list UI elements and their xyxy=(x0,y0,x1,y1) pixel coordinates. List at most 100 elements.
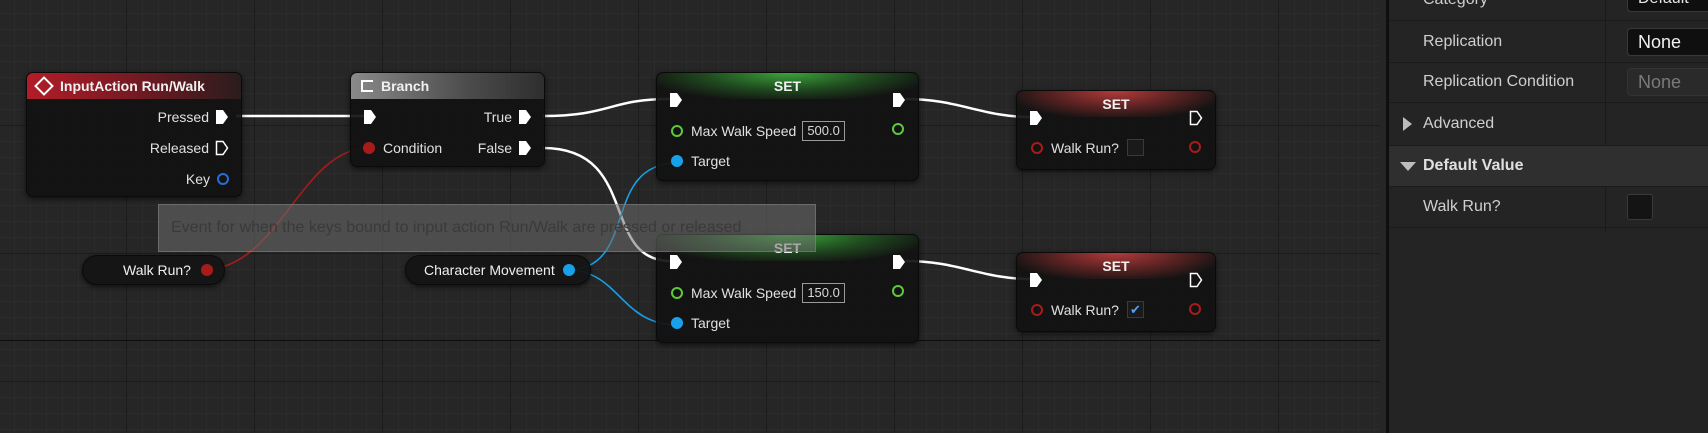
event-tooltip-text: Event for when the keys bound to input a… xyxy=(171,219,742,236)
event-tooltip: Event for when the keys bound to input a… xyxy=(158,204,816,252)
set-speed-node-top[interactable]: SET Max Walk Speed 500.0 Target xyxy=(656,72,919,181)
details-column-divider xyxy=(1605,0,1606,232)
max-walk-speed-value[interactable]: 500.0 xyxy=(802,121,845,141)
pin-target-bottom[interactable]: Target xyxy=(671,315,730,331)
category-label: Category xyxy=(1423,0,1488,9)
exec-out-filled-icon[interactable] xyxy=(518,140,532,156)
pin-condition-label: Condition xyxy=(383,140,443,156)
details-row-replication[interactable]: Replication None xyxy=(1389,22,1708,63)
replication-condition-label: Replication Condition xyxy=(1423,73,1575,90)
object-pin-icon[interactable] xyxy=(671,155,683,167)
key-pin-icon[interactable] xyxy=(217,173,229,185)
input-action-header[interactable]: InputAction Run/Walk xyxy=(27,73,241,99)
exec-in-icon[interactable] xyxy=(669,254,683,270)
walkrun-getter-node[interactable]: Walk Run? xyxy=(82,255,225,285)
collapse-arrow-icon[interactable] xyxy=(1400,161,1416,171)
exec-out-icon[interactable] xyxy=(892,92,906,108)
pin-pressed-label: Pressed xyxy=(157,109,209,125)
set-walkrun-top-header[interactable]: SET xyxy=(1017,91,1215,117)
advanced-section-header[interactable]: Advanced xyxy=(1389,104,1708,144)
set-speed-top-header[interactable]: SET xyxy=(657,73,918,99)
object-out-pin-icon[interactable] xyxy=(562,264,575,276)
bool-out-pin-icon[interactable] xyxy=(1189,303,1201,315)
exec-out-icon[interactable] xyxy=(892,254,906,270)
details-row-replication-condition: Replication Condition None xyxy=(1389,62,1708,103)
pin-max-walk-speed-bottom[interactable]: Max Walk Speed 150.0 xyxy=(671,283,845,303)
branch-icon xyxy=(361,80,373,92)
pin-released[interactable]: Released xyxy=(150,140,229,156)
target-label: Target xyxy=(691,153,730,169)
details-panel[interactable]: Category Default Replication None Replic… xyxy=(1386,0,1708,433)
walkrun-default-label: Walk Run? xyxy=(1423,198,1501,215)
max-walk-speed-label: Max Walk Speed xyxy=(691,123,797,139)
exec-out-hollow-icon[interactable] xyxy=(1189,110,1203,126)
replication-label: Replication xyxy=(1423,33,1503,50)
bool-out-pin-icon[interactable] xyxy=(1189,141,1201,153)
pin-max-walk-speed-top[interactable]: Max Walk Speed 500.0 xyxy=(671,121,845,141)
pin-walkrun-top[interactable]: Walk Run? xyxy=(1031,139,1144,156)
category-dropdown[interactable]: Default xyxy=(1627,0,1708,12)
set-walkrun-top-title: SET xyxy=(1102,96,1130,112)
wire-set-top-to-walkrun-top xyxy=(904,97,1033,119)
exec-in-icon[interactable] xyxy=(669,92,683,108)
character-movement-label: Character Movement xyxy=(424,262,555,278)
branch-header[interactable]: Branch xyxy=(351,73,544,99)
set-walkrun-node-bottom[interactable]: SET Walk Run? ✔ xyxy=(1016,252,1216,332)
branch-title: Branch xyxy=(381,78,430,94)
branch-node[interactable]: Branch Condition True False xyxy=(350,72,545,167)
walkrun-checkbox-unchecked[interactable] xyxy=(1126,139,1144,156)
walkrun-label: Walk Run? xyxy=(1051,139,1119,156)
checkmark-icon: ✔ xyxy=(1130,302,1141,317)
bool-pin-icon[interactable] xyxy=(363,142,375,154)
pin-released-label: Released xyxy=(149,140,209,156)
max-walk-speed-value[interactable]: 150.0 xyxy=(802,283,845,303)
target-label: Target xyxy=(691,315,730,331)
input-action-title: InputAction Run/Walk xyxy=(60,78,205,94)
branch-exec-in-icon[interactable] xyxy=(363,109,377,125)
blueprint-graph[interactable]: InputAction Run/Walk Pressed Released Ke… xyxy=(0,0,1380,433)
pin-condition[interactable]: Condition xyxy=(363,140,442,156)
pin-pressed[interactable]: Pressed xyxy=(158,109,229,125)
set-speed-top-title: SET xyxy=(773,78,802,94)
details-row-category[interactable]: Category Default xyxy=(1389,0,1708,21)
exec-out-hollow-icon[interactable] xyxy=(215,140,229,156)
walkrun-checkbox-checked[interactable]: ✔ xyxy=(1126,301,1144,318)
replication-condition-dropdown: None xyxy=(1627,68,1708,96)
exec-in-icon[interactable] xyxy=(1029,272,1043,288)
exec-out-filled-icon[interactable] xyxy=(518,109,532,125)
event-diamond-icon xyxy=(34,76,54,96)
max-walk-speed-label: Max Walk Speed xyxy=(691,285,797,301)
default-value-section-header[interactable]: Default Value xyxy=(1389,145,1708,187)
exec-out-filled-icon[interactable] xyxy=(215,109,229,125)
wire-true-to-set-top xyxy=(542,97,671,118)
set-walkrun-bottom-title: SET xyxy=(1102,258,1130,274)
pin-walkrun-bottom[interactable]: Walk Run? ✔ xyxy=(1031,301,1144,318)
float-out-pin-icon[interactable] xyxy=(892,285,904,297)
bool-out-pin-icon[interactable] xyxy=(200,264,213,276)
walkrun-default-checkbox[interactable] xyxy=(1627,194,1653,220)
input-action-node[interactable]: InputAction Run/Walk Pressed Released Ke… xyxy=(26,72,242,197)
float-pin-icon[interactable] xyxy=(671,287,683,299)
exec-in-icon[interactable] xyxy=(1029,110,1043,126)
bool-pin-icon[interactable] xyxy=(1031,141,1043,154)
set-walkrun-bottom-header[interactable]: SET xyxy=(1017,253,1215,279)
pin-key[interactable]: Key xyxy=(186,171,229,187)
pin-false[interactable]: False xyxy=(478,140,532,156)
pin-key-label: Key xyxy=(185,171,210,187)
bool-pin-icon[interactable] xyxy=(1031,303,1043,316)
pin-true[interactable]: True xyxy=(484,109,532,125)
exec-out-hollow-icon[interactable] xyxy=(1189,272,1203,288)
set-walkrun-node-top[interactable]: SET Walk Run? xyxy=(1016,90,1216,170)
walkrun-getter-label: Walk Run? xyxy=(123,262,191,278)
details-row-walkrun-default[interactable]: Walk Run? xyxy=(1389,187,1708,228)
default-value-label: Default Value xyxy=(1423,157,1524,174)
object-pin-icon[interactable] xyxy=(671,317,683,329)
advanced-label: Advanced xyxy=(1423,115,1495,132)
replication-dropdown[interactable]: None xyxy=(1627,28,1708,56)
pin-true-label: True xyxy=(483,109,512,125)
pin-target-top[interactable]: Target xyxy=(671,153,730,169)
character-movement-getter-node[interactable]: Character Movement xyxy=(405,255,591,285)
float-pin-icon[interactable] xyxy=(671,125,683,137)
float-out-pin-icon[interactable] xyxy=(892,123,904,135)
expand-arrow-icon[interactable] xyxy=(1403,117,1412,131)
